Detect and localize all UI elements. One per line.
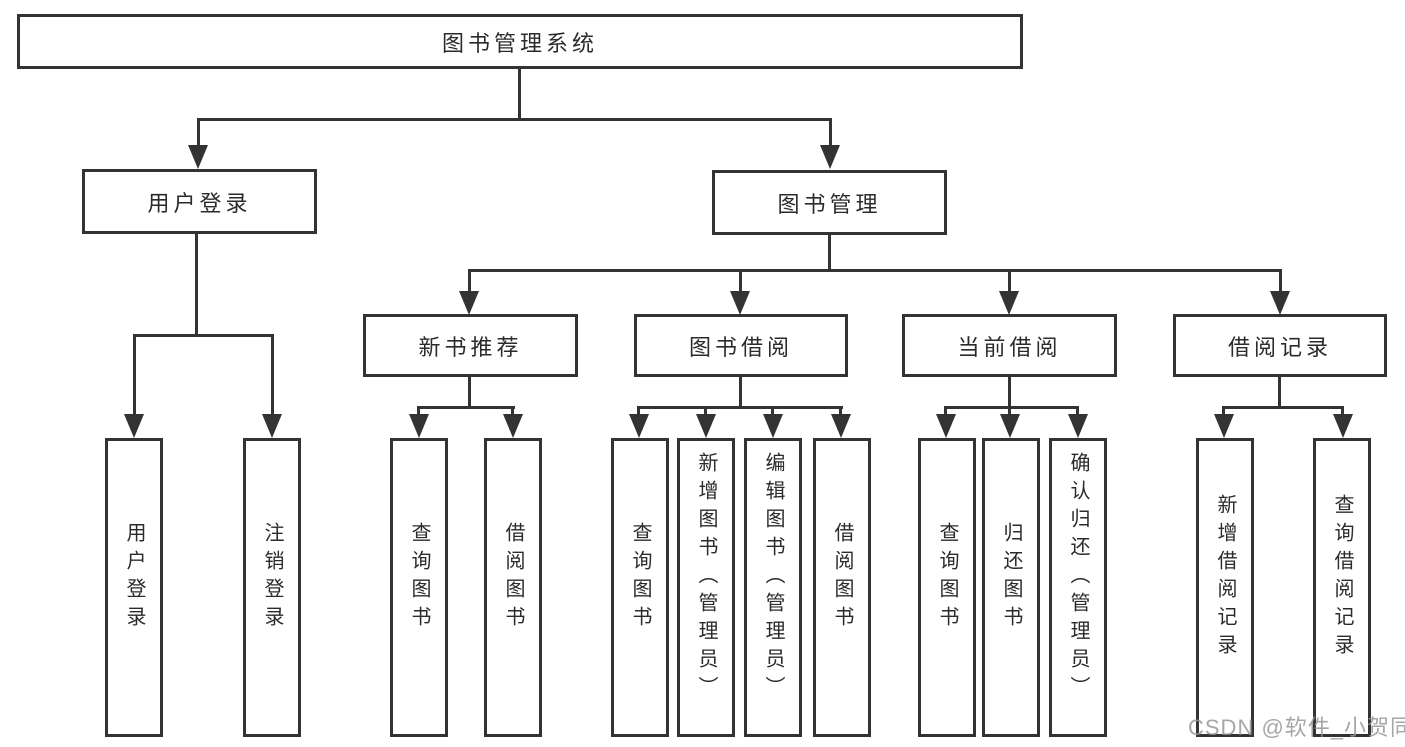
node-user-login-label: 用户登录: [147, 190, 252, 216]
connector-line: [1222, 406, 1225, 416]
leaf-query-books-borrow: 查询图书: [611, 438, 669, 737]
arrow-down-icon: [1333, 414, 1353, 438]
leaf-query-borrow-record: 查询借阅记录: [1313, 438, 1371, 737]
connector-line: [1008, 377, 1011, 409]
leaf-logout: 注销登录: [243, 438, 301, 737]
node-new-book-recommend-label: 新书推荐: [418, 334, 523, 360]
leaf-return-book: 归还图书: [982, 438, 1040, 737]
arrow-down-icon: [1000, 414, 1020, 438]
connector-line: [1278, 377, 1281, 409]
arrow-down-icon: [1270, 291, 1290, 315]
leaf-return-book-label: 归还图书: [1000, 521, 1022, 634]
arrow-down-icon: [1214, 414, 1234, 438]
connector-line: [1008, 406, 1011, 416]
arrow-down-icon: [459, 291, 479, 315]
leaf-query-books-borrow-label: 查询图书: [629, 521, 651, 634]
connector-line: [197, 118, 200, 148]
leaf-add-borrow-record-label: 新增借阅记录: [1214, 493, 1236, 662]
connector-line: [468, 269, 471, 294]
leaf-query-books-current: 查询图书: [918, 438, 976, 737]
leaf-confirm-return-admin-label: 确认归还（管理员）: [1067, 451, 1089, 704]
arrow-down-icon: [999, 291, 1019, 315]
node-root-label: 图书管理系统: [441, 30, 598, 56]
connector-line: [1223, 406, 1344, 409]
leaf-borrow-books-label: 借阅图书: [831, 521, 853, 634]
connector-line: [1076, 406, 1079, 416]
leaf-query-books-recommend: 查询图书: [390, 438, 448, 737]
connector-line: [839, 406, 842, 416]
leaf-user-login: 用户登录: [105, 438, 163, 737]
arrow-down-icon: [503, 414, 523, 438]
leaf-borrow-books: 借阅图书: [813, 438, 871, 737]
leaf-edit-book-admin: 编辑图书（管理员）: [744, 438, 802, 737]
connector-line: [638, 406, 843, 409]
node-book-management: 图书管理: [712, 170, 947, 235]
connector-line: [1341, 406, 1344, 416]
leaf-add-book-admin-label: 新增图书（管理员）: [695, 451, 717, 704]
node-book-borrow: 图书借阅: [634, 314, 848, 377]
connector-line: [829, 118, 832, 148]
arrow-down-icon: [409, 414, 429, 438]
connector-line: [771, 406, 774, 416]
node-current-borrow-label: 当前借阅: [957, 334, 1062, 360]
leaf-borrow-books-recommend-label: 借阅图书: [502, 521, 524, 634]
node-borrow-records-label: 借阅记录: [1227, 334, 1332, 360]
connector-line: [271, 334, 274, 416]
connector-line: [468, 269, 1282, 272]
leaf-add-book-admin: 新增图书（管理员）: [677, 438, 735, 737]
connector-line: [418, 406, 515, 409]
connector-line: [195, 233, 198, 337]
connector-line: [133, 334, 136, 416]
leaf-add-borrow-record: 新增借阅记录: [1196, 438, 1254, 737]
node-current-borrow: 当前借阅: [902, 314, 1117, 377]
connector-line: [828, 235, 831, 272]
connector-line: [944, 406, 947, 416]
connector-line: [704, 406, 707, 416]
node-book-management-label: 图书管理: [777, 191, 882, 217]
connector-line: [417, 406, 420, 416]
node-borrow-records: 借阅记录: [1173, 314, 1387, 377]
arrow-down-icon: [262, 414, 282, 438]
csdn-watermark: CSDN @软件_小贺同学: [1188, 715, 1405, 740]
leaf-query-books-current-label: 查询图书: [936, 521, 958, 634]
leaf-edit-book-admin-label: 编辑图书（管理员）: [762, 451, 784, 704]
arrow-down-icon: [696, 414, 716, 438]
leaf-query-borrow-record-label: 查询借阅记录: [1331, 493, 1353, 662]
connector-line: [468, 377, 471, 409]
arrow-down-icon: [820, 145, 840, 169]
arrow-down-icon: [188, 145, 208, 169]
arrow-down-icon: [124, 414, 144, 438]
connector-line: [511, 406, 514, 416]
arrow-down-icon: [831, 414, 851, 438]
connector-line: [739, 377, 742, 409]
arrow-down-icon: [629, 414, 649, 438]
connector-line: [133, 334, 274, 337]
connector-line: [739, 269, 742, 294]
connector-line: [1008, 269, 1011, 294]
node-root: 图书管理系统: [17, 14, 1023, 69]
node-new-book-recommend: 新书推荐: [363, 314, 578, 377]
connector-line: [518, 69, 521, 120]
connector-line: [1279, 269, 1282, 294]
leaf-borrow-books-recommend: 借阅图书: [484, 438, 542, 737]
leaf-query-books-recommend-label: 查询图书: [408, 521, 430, 634]
node-book-borrow-label: 图书借阅: [688, 334, 793, 360]
connector-line: [197, 118, 832, 121]
leaf-logout-label: 注销登录: [261, 521, 283, 634]
connector-line: [637, 406, 640, 416]
arrow-down-icon: [763, 414, 783, 438]
leaf-confirm-return-admin: 确认归还（管理员）: [1049, 438, 1107, 737]
node-user-login: 用户登录: [82, 169, 317, 234]
connector-line: [945, 406, 1079, 409]
arrow-down-icon: [936, 414, 956, 438]
arrow-down-icon: [730, 291, 750, 315]
leaf-user-login-label: 用户登录: [123, 521, 145, 634]
arrow-down-icon: [1068, 414, 1088, 438]
